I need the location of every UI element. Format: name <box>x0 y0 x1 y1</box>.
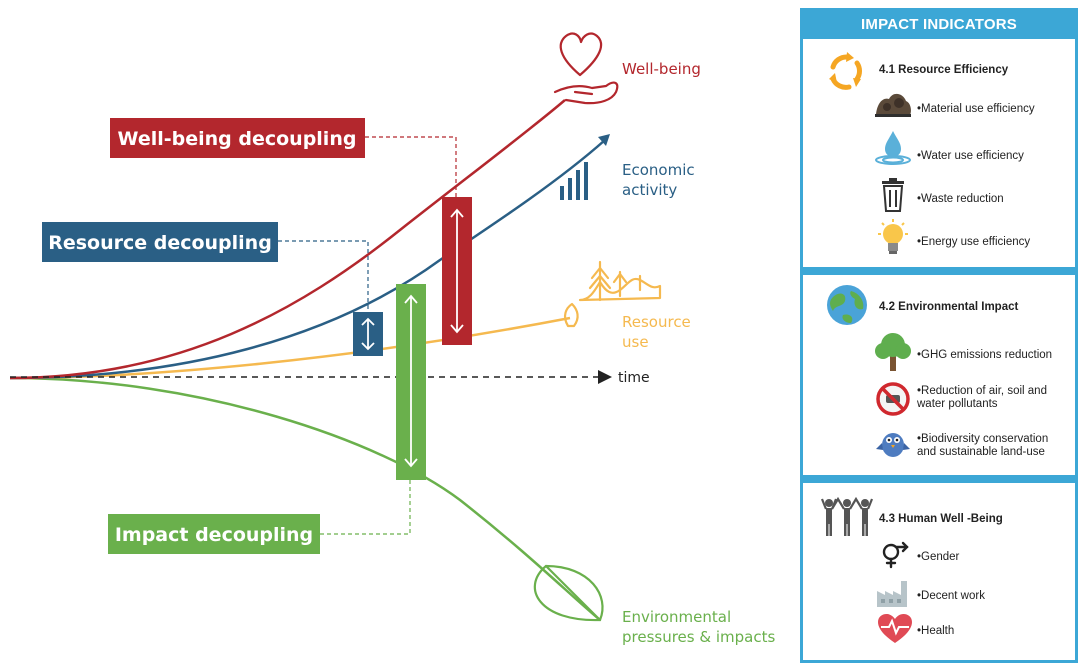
heart-hand-icon <box>553 32 619 105</box>
resource-use-label-line1: Resource <box>622 313 691 331</box>
well-being-curve <box>9 99 566 380</box>
section-resource-efficiency: 4.1 Resource Efficiency •Material use ef… <box>803 39 1075 267</box>
indicator-water-use: •Water use efficiency <box>917 150 1024 162</box>
impact-leader-line <box>320 478 411 535</box>
indicator-biodiversity-line2: and sustainable land-use <box>917 446 1045 458</box>
growth-chart-icon <box>560 162 588 200</box>
tree-icon <box>875 333 911 371</box>
well-being-label: Well-being <box>622 60 701 78</box>
environmental-label-line2: pressures & impacts <box>622 628 775 646</box>
globe-icon <box>827 285 867 325</box>
trash-bin-icon <box>882 178 904 212</box>
section-title: 4.1 Resource Efficiency <box>879 64 1009 76</box>
economic-activity-label-line2: activity <box>622 181 677 199</box>
economic-activity-label-line1: Economic <box>622 161 695 179</box>
up-down-arrow-icon <box>361 317 375 351</box>
leaf-icon <box>533 564 604 622</box>
section-divider <box>803 267 1075 275</box>
panel-title: IMPACT INDICATORS <box>803 11 1075 39</box>
water-drop-icon <box>875 131 911 165</box>
resource-use-label-line2: use <box>622 333 649 351</box>
recycle-icon <box>829 52 862 90</box>
factory-icon <box>877 581 907 607</box>
indicator-biodiversity-line1: •Biodiversity conservation <box>917 433 1049 445</box>
section-human-well-being: 4.3 Human Well -Being •Gender •Decent wo… <box>803 483 1075 663</box>
well-being-leader-line <box>365 136 457 200</box>
indicator-pollutants-line1: •Reduction of air, soil and <box>917 385 1047 397</box>
resource-leader-line <box>278 240 369 315</box>
resource-decoupling-label: Resource decoupling <box>48 232 272 254</box>
heartbeat-icon <box>878 614 912 643</box>
well-being-decoupling-bar <box>442 197 472 345</box>
impact-decoupling-box: Impact decoupling <box>108 514 320 554</box>
section-divider <box>803 475 1075 483</box>
indicator-health: •Health <box>917 625 955 637</box>
indicator-waste-reduction: •Waste reduction <box>917 193 1004 205</box>
economic-arrow-head <box>598 134 610 146</box>
landscape-icon <box>563 260 662 328</box>
well-being-decoupling-box: Well-being decoupling <box>110 118 365 158</box>
indicator-material-use: •Material use efficiency <box>917 103 1035 115</box>
environmental-pressures-curve <box>9 376 601 621</box>
time-label: time <box>618 370 650 386</box>
impact-decoupling-label: Impact decoupling <box>115 524 313 546</box>
indicator-ghg-emissions: •GHG emissions reduction <box>917 349 1053 361</box>
indicator-energy-use: •Energy use efficiency <box>917 236 1031 248</box>
no-pollution-icon <box>876 382 910 416</box>
section-environmental-impact: 4.2 Environmental Impact •GHG emissions … <box>803 275 1075 475</box>
time-arrow-head <box>598 370 612 384</box>
bird-icon <box>876 433 910 457</box>
gender-icon <box>882 541 909 569</box>
well-being-decoupling-label: Well-being decoupling <box>118 128 357 150</box>
up-down-arrow-icon <box>450 208 464 334</box>
environmental-label-line1: Environmental <box>622 608 731 626</box>
impact-decoupling-bar <box>396 284 426 480</box>
light-bulb-icon <box>878 219 908 254</box>
resource-decoupling-box: Resource decoupling <box>42 222 278 262</box>
indicator-pollutants-line2: water pollutants <box>917 398 998 410</box>
people-icon <box>820 497 874 536</box>
indicator-gender: •Gender <box>917 551 960 563</box>
decoupling-diagram: time Well-being decoupling <box>9 32 775 646</box>
section-title: 4.3 Human Well -Being <box>879 513 1003 525</box>
resource-decoupling-bar <box>353 312 383 356</box>
indicator-decent-work: •Decent work <box>917 590 985 602</box>
resource-use-curve <box>9 316 571 380</box>
impact-indicators-panel: IMPACT INDICATORS 4.1 Resource Efficienc… <box>800 8 1078 663</box>
section-title: 4.2 Environmental Impact <box>879 301 1019 313</box>
up-down-arrow-icon <box>404 294 418 468</box>
coal-pile-icon <box>875 93 911 117</box>
